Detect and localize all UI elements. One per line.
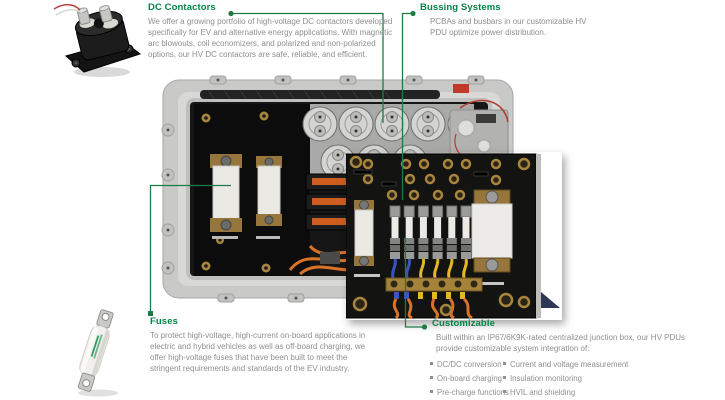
customizable-body: Built within an IP67/6K9K-rated centrali… bbox=[436, 333, 686, 353]
standoffs bbox=[349, 155, 531, 309]
callout-dc-contactors: DC Contactors We offer a growing portfol… bbox=[148, 2, 420, 60]
fuses-body: To protect high-voltage, high-current on… bbox=[150, 331, 366, 373]
dc-contactors-title: DC Contactors bbox=[148, 2, 216, 13]
red-wire bbox=[53, 3, 81, 11]
callout-bussing-systems: Bussing Systems PCBAs and busbars in our… bbox=[420, 2, 620, 38]
fuse-product-photo bbox=[77, 309, 118, 397]
bullet-item: DC/DC conversion bbox=[430, 358, 503, 372]
bullet-item: Pre-charge functions bbox=[430, 386, 509, 400]
bussing-systems-title: Bussing Systems bbox=[420, 2, 501, 13]
inset-right-fuse bbox=[471, 189, 513, 285]
lid-module bbox=[449, 99, 509, 167]
bullet-item: HVIL and shielding bbox=[503, 386, 628, 400]
bullet-item: Insulation monitoring bbox=[503, 372, 628, 386]
fuses-title: Fuses bbox=[150, 316, 178, 327]
callout-fuses: Fuses To protect high-voltage, high-curr… bbox=[150, 316, 390, 374]
fuse-panel-closeup-photo bbox=[346, 153, 560, 320]
fuse-panel bbox=[194, 104, 310, 276]
callout-customizable: Customizable Built within an IP67/6K9K-r… bbox=[430, 318, 715, 400]
bullet-item: Current and voltage measurement bbox=[503, 358, 628, 372]
bullet-item: On-board charging bbox=[430, 372, 503, 386]
bussing-systems-body: PCBAs and busbars in our customizable HV… bbox=[430, 17, 587, 37]
customizable-title: Customizable bbox=[432, 318, 495, 329]
dc-contactors-body: We offer a growing portfolio of high-vol… bbox=[148, 17, 393, 59]
customizable-leader-dot bbox=[421, 324, 428, 330]
customizable-bullet-list: DC/DC conversion On-board charging Pre-c… bbox=[430, 358, 715, 400]
inset-left-fuse bbox=[354, 200, 380, 277]
white-wire bbox=[55, 8, 83, 16]
contactor-product-photo bbox=[53, 3, 142, 77]
